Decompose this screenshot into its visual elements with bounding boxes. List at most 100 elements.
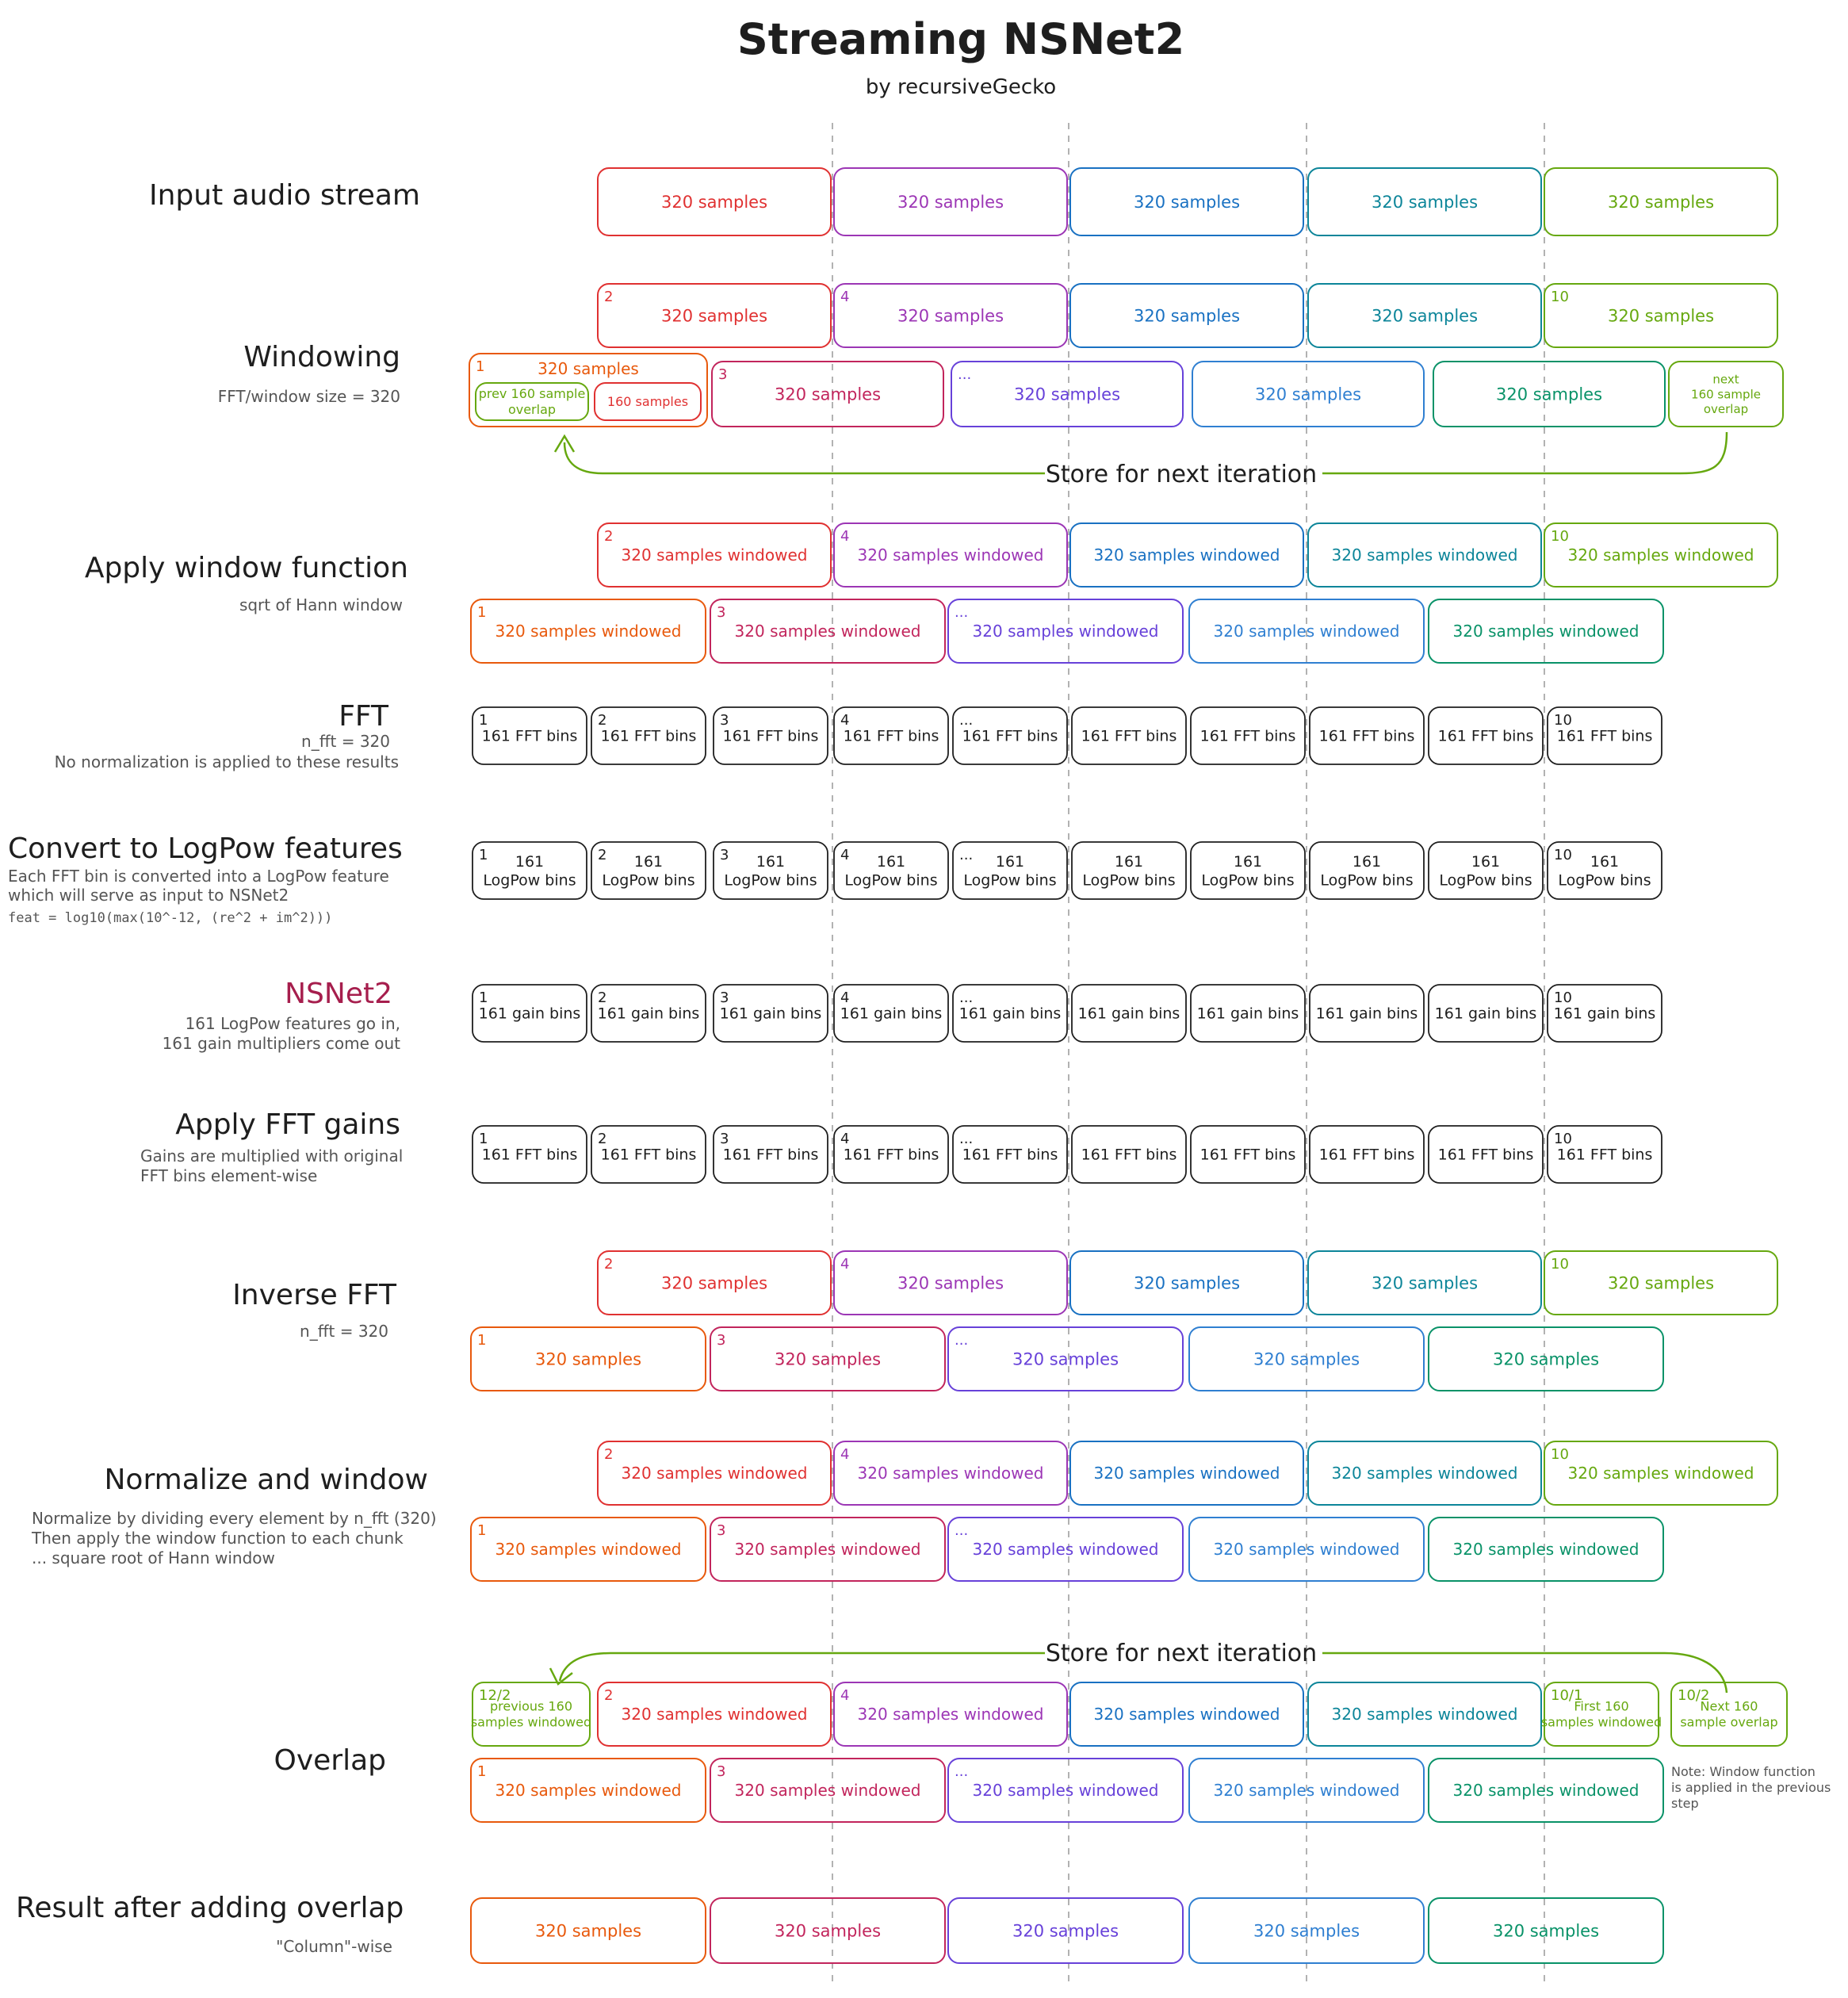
- chunk-text: 320 samples windowed: [973, 1540, 1159, 1559]
- ifft-desc: n_fft = 320: [300, 1322, 388, 1341]
- chunk-number: 3: [717, 1522, 725, 1539]
- result-desc: "Column"-wise: [276, 1937, 392, 1956]
- chunk-text: 320 samples windowed: [1453, 622, 1639, 641]
- ifft-bottom-chunk-frame: [470, 1326, 706, 1391]
- label-inverse-fft: Inverse FFT: [232, 1279, 397, 1311]
- chunk-text: 320 samples: [1496, 385, 1602, 404]
- norm-bottom-chunk-frame: [1188, 1517, 1425, 1582]
- first-windowed-chunk-frame: [1544, 1682, 1659, 1747]
- gain-chunk-frame: [591, 984, 706, 1043]
- fft-chunk: 161 FFT bins: [1428, 706, 1544, 765]
- chunk-number: 2: [604, 1687, 613, 1704]
- chunk-text: Next 160: [1701, 1699, 1758, 1714]
- chunk-text: 320 samples windowed: [1332, 1464, 1518, 1483]
- chunk-text: LogPow bins: [1558, 872, 1651, 890]
- chunk-text: 161 gain bins: [1554, 1005, 1656, 1023]
- fft-chunk-frame: [1309, 706, 1425, 765]
- chunk-text: LogPow bins: [963, 872, 1056, 890]
- chunk-text: 320 samples: [897, 193, 1004, 212]
- store-arrows: Store for next iteration Store for next …: [549, 431, 1728, 1694]
- chunk-text: 161: [996, 853, 1024, 871]
- diagram-subtitle: by recursiveGecko: [866, 75, 1056, 99]
- chunk-text: 320 samples windowed: [1453, 1540, 1639, 1559]
- chunk-number: 3: [720, 989, 729, 1006]
- chunk-text: 161 FFT bins: [723, 728, 819, 745]
- norm-bottom-chunk-frame: [947, 1517, 1184, 1582]
- chunk-number: 1: [477, 604, 486, 621]
- fft-chunk-frame: [591, 706, 706, 765]
- label-nsnet2: NSNet2: [285, 978, 392, 1010]
- overlap-note: is applied in the previous: [1671, 1780, 1831, 1795]
- norm-bottom-chunk-frame: [710, 1517, 946, 1582]
- label-apply-fft-gains: Apply FFT gains: [175, 1108, 400, 1141]
- chunk-number: 4: [840, 989, 849, 1006]
- label-input-audio-stream: Input audio stream: [149, 179, 420, 212]
- ifft-bottom-chunk: 320 samples...: [947, 1326, 1184, 1391]
- gained-fft-chunk: 161 FFT bins: [1309, 1125, 1425, 1184]
- chunk-text: 161 gain bins: [720, 1005, 822, 1023]
- chunk-text: 320 samples windowed: [1214, 622, 1400, 641]
- input-chunk-frame: [597, 167, 832, 236]
- chunk-number: 3: [720, 712, 729, 729]
- store-label-windowing: Store for next iteration: [1046, 461, 1317, 488]
- chunk-text: 161: [1115, 853, 1143, 871]
- windowed-top-chunk-frame: [1544, 522, 1778, 588]
- input-chunk-frame: [1069, 167, 1304, 236]
- fft-chunk-frame: [833, 706, 949, 765]
- chunk-text: 160 samples: [607, 394, 688, 409]
- overlap-top-chunk-frame: [1069, 1682, 1304, 1747]
- chunk-text: LogPow bins: [483, 872, 576, 890]
- chunk-number: 3: [720, 847, 729, 863]
- chunk-number: 10/1: [1551, 1687, 1582, 1704]
- gained-fft-chunk-frame: [952, 1125, 1068, 1184]
- fft-chunk-frame: [472, 706, 587, 765]
- norm-top-chunk-frame: [597, 1441, 832, 1506]
- chunk-text: 320 samples: [1253, 1921, 1360, 1940]
- windowed-bottom-chunk-frame: [1428, 599, 1664, 664]
- chunk-text: 320 samples: [535, 1921, 641, 1940]
- gain-chunk-frame: [1547, 984, 1662, 1043]
- chunk-text: 320 samples: [775, 385, 881, 404]
- chunk-text: 320 samples windowed: [973, 1781, 1159, 1800]
- ifft-top-chunk-frame: [1069, 1250, 1304, 1315]
- result-chunk-frame: [710, 1897, 946, 1964]
- chunk-number: 3: [717, 1763, 725, 1780]
- chunk-text: 161 FFT bins: [1319, 728, 1415, 745]
- gain-chunk-frame: [1428, 984, 1544, 1043]
- chunk-text: 161 FFT bins: [1200, 1146, 1296, 1164]
- label-apply-window-function: Apply window function: [85, 552, 408, 584]
- window-top-chunk-frame: [597, 283, 832, 348]
- chunk-text: 161 gain bins: [1435, 1005, 1537, 1023]
- chunk-text: 320 samples windowed: [735, 622, 921, 641]
- chunk-number: ...: [955, 1763, 968, 1780]
- chunk-number: ...: [959, 989, 973, 1006]
- chunk-text: 320 samples windowed: [858, 1705, 1044, 1724]
- logpow-desc-1: Each FFT bin is converted into a LogPow …: [8, 867, 389, 886]
- gained-fft-chunk-frame: [713, 1125, 828, 1184]
- chunk-number: 1: [477, 1522, 486, 1539]
- chunk-text: 320 samples windowed: [1568, 545, 1754, 565]
- ifft-top-chunk-frame: [597, 1250, 832, 1315]
- chunk-number: 4: [840, 1256, 849, 1273]
- window-bottom-chunk: 320 samples: [1433, 361, 1666, 427]
- fft-chunk-frame: [713, 706, 828, 765]
- chunk-number: 4: [840, 528, 849, 545]
- chunk-number: 4: [840, 1131, 849, 1147]
- window-bottom-chunk-frame: [711, 361, 944, 427]
- half-chunk-frame: [594, 382, 702, 421]
- overlap-top-chunk: 320 samples windowed: [1307, 1682, 1542, 1747]
- windowed-bottom-chunk-frame: [947, 599, 1184, 664]
